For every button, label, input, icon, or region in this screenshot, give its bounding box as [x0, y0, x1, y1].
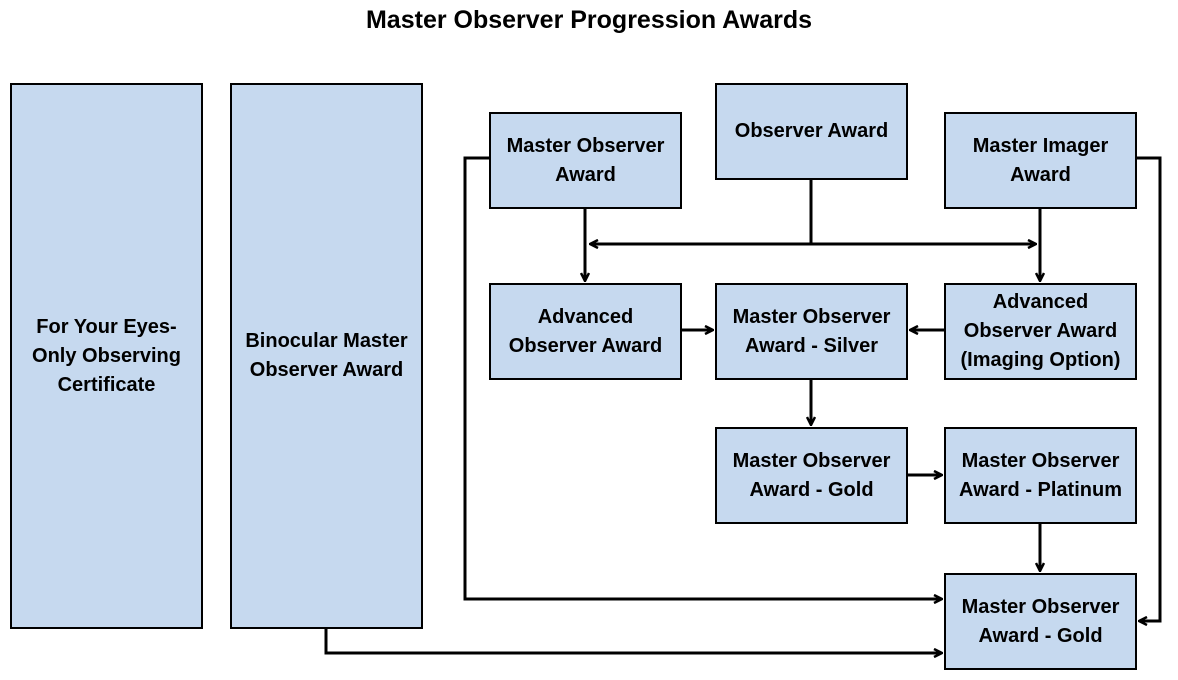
- node-master-observer-silver: Master Observer Award - Silver: [715, 283, 908, 380]
- node-master-observer-gold: Master Observer Award - Gold: [715, 427, 908, 524]
- arrow-imager-to-final: [1137, 156, 1162, 621]
- node-observer-award: Observer Award: [715, 83, 908, 180]
- node-advanced-observer-imaging: Advanced Observer Award (Imaging Option): [944, 283, 1137, 380]
- node-master-observer-gold-final: Master Observer Award - Gold: [944, 573, 1137, 670]
- node-for-your-eyes-only: For Your Eyes- Only Observing Certificat…: [10, 83, 203, 629]
- node-master-imager-award: Master Imager Award: [944, 112, 1137, 209]
- node-advanced-observer-award: Advanced Observer Award: [489, 283, 682, 380]
- node-binocular-master-observer: Binocular Master Observer Award: [230, 83, 423, 629]
- arrow-binocular-to-final: [324, 629, 942, 653]
- diagram-title: Master Observer Progression Awards: [365, 6, 813, 34]
- arrow-master-to-final: [463, 156, 942, 599]
- node-master-observer-platinum: Master Observer Award - Platinum: [944, 427, 1137, 524]
- node-master-observer-award: Master Observer Award: [489, 112, 682, 209]
